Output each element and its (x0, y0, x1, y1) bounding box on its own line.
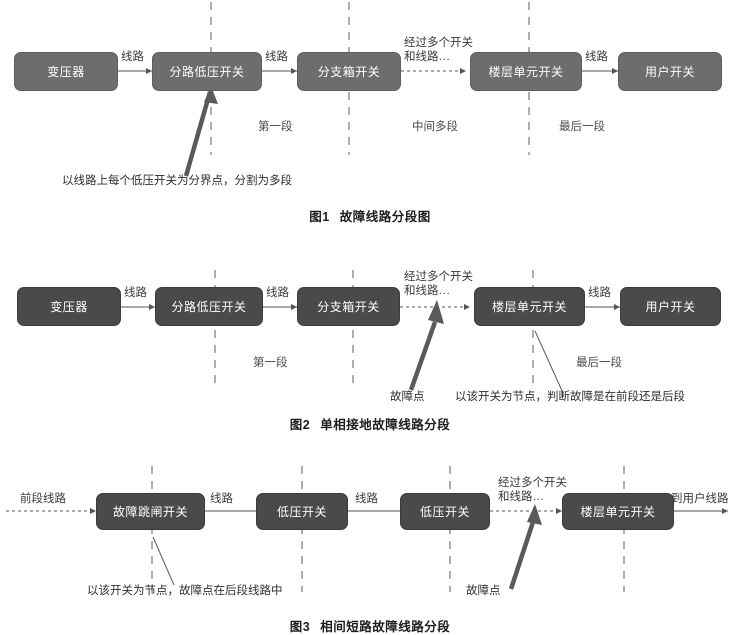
node-label: 楼层单元开关 (488, 64, 564, 79)
node-label: 楼层单元开关 (580, 504, 656, 519)
node-fault-trip-switch[interactable]: 故障跳闸开关 (96, 493, 205, 530)
node-branch-lv-switch[interactable]: 分路低压开关 (152, 52, 262, 91)
connector-label-2: 线路 (355, 493, 378, 505)
figure-1-caption: 图1 故障线路分段图 (0, 206, 740, 225)
segment-label-first: 第一段 (253, 357, 288, 369)
segment-label-last: 最后一段 (559, 121, 605, 133)
annotation-arrow-2-head (527, 504, 542, 525)
node-label: 变压器 (47, 64, 85, 79)
connector-label-1: 线路 (121, 51, 144, 63)
annotation-text-1: 以线路上每个低压开关为分界点，分割为多段 (62, 175, 292, 187)
annotation-arrow-1-head (428, 300, 444, 324)
node-floor-unit-switch[interactable]: 楼层单元开关 (470, 52, 582, 91)
connector-label-4: 到用户线路 (671, 493, 729, 505)
caption-title: 相间短路故障线路分段 (320, 620, 451, 634)
node-branch-lv-switch[interactable]: 分路低压开关 (155, 287, 263, 326)
annotation-arrow-1 (408, 321, 438, 391)
node-floor-unit-switch[interactable]: 楼层单元开关 (474, 287, 585, 326)
node-label: 楼层单元开关 (491, 299, 567, 314)
node-lv-switch-2[interactable]: 低压开关 (400, 493, 490, 530)
node-label: 分路低压开关 (171, 299, 247, 314)
segment-label-middle: 中间多段 (412, 121, 458, 133)
connector-label-3: 经过多个开关 和线路… (404, 271, 473, 298)
connector-label-0: 前段线路 (20, 493, 66, 505)
node-transformer[interactable]: 变压器 (17, 287, 121, 326)
node-transformer[interactable]: 变压器 (14, 52, 118, 91)
node-label: 低压开关 (276, 504, 327, 519)
node-branch-box-switch[interactable]: 分支箱开关 (297, 287, 400, 326)
node-branch-box-switch[interactable]: 分支箱开关 (297, 52, 401, 91)
annotation-text-2: 故障点 (466, 585, 501, 597)
node-label: 分路低压开关 (169, 64, 245, 79)
figure-3-caption: 图3 相间短路故障线路分段 (0, 616, 740, 635)
caption-number: 图1 (309, 210, 330, 224)
node-label: 用户开关 (645, 299, 696, 314)
node-label: 分支箱开关 (317, 64, 381, 79)
node-label: 分支箱开关 (317, 299, 380, 314)
node-user-switch[interactable]: 用户开关 (620, 287, 721, 326)
caption-title: 故障线路分段图 (339, 210, 431, 224)
connector-label-2: 线路 (265, 51, 288, 63)
annotation-arrow-1 (183, 91, 213, 177)
node-label: 用户开关 (644, 64, 695, 79)
annotation-leader-2 (534, 330, 564, 394)
connector-label-2: 线路 (266, 287, 289, 299)
connector-label-3: 经过多个开关 和线路… (404, 37, 473, 64)
connector-label-3: 经过多个开关 和线路… (498, 477, 567, 504)
figure-1: 变压器 分路低压开关 分支箱开关 楼层单元开关 用户开关 线路 线路 经过多个开… (0, 0, 740, 224)
node-floor-unit-switch[interactable]: 楼层单元开关 (562, 493, 674, 530)
node-lv-switch-1[interactable]: 低压开关 (256, 493, 348, 530)
annotation-text-1: 以该开关为节点，故障点在后段线路中 (87, 585, 283, 597)
connector-label-1: 线路 (124, 287, 147, 299)
node-user-switch[interactable]: 用户开关 (618, 52, 722, 91)
connector-label-4: 线路 (585, 51, 608, 63)
segment-label-first: 第一段 (258, 121, 293, 133)
figure-1-connectors (118, 2, 618, 177)
figure-2-caption: 图2 单相接地故障线路分段 (0, 414, 740, 433)
connector-label-1: 线路 (210, 493, 233, 505)
annotation-text-1: 故障点 (390, 391, 425, 403)
caption-number: 图2 (289, 418, 311, 432)
annotation-arrow-2 (508, 521, 536, 590)
annotation-leader-1 (152, 536, 175, 586)
node-label: 低压开关 (419, 504, 470, 519)
caption-title: 单相接地故障线路分段 (320, 418, 451, 432)
segment-label-last: 最后一段 (576, 357, 622, 369)
figure-2: 变压器 分路低压开关 分支箱开关 楼层单元开关 用户开关 线路 线路 经过多个开… (0, 238, 740, 432)
figure-3-connectors (6, 466, 728, 592)
annotation-text-2: 以该开关为节点，判断故障是在前段还是后段 (455, 391, 685, 403)
node-label: 变压器 (50, 299, 88, 314)
figure-3: 故障跳闸开关 低压开关 低压开关 楼层单元开关 前段线路 线路 线路 经过多个开… (0, 452, 740, 634)
caption-number: 图3 (289, 620, 311, 634)
node-label: 故障跳闸开关 (112, 504, 188, 519)
connector-label-4: 线路 (588, 287, 611, 299)
